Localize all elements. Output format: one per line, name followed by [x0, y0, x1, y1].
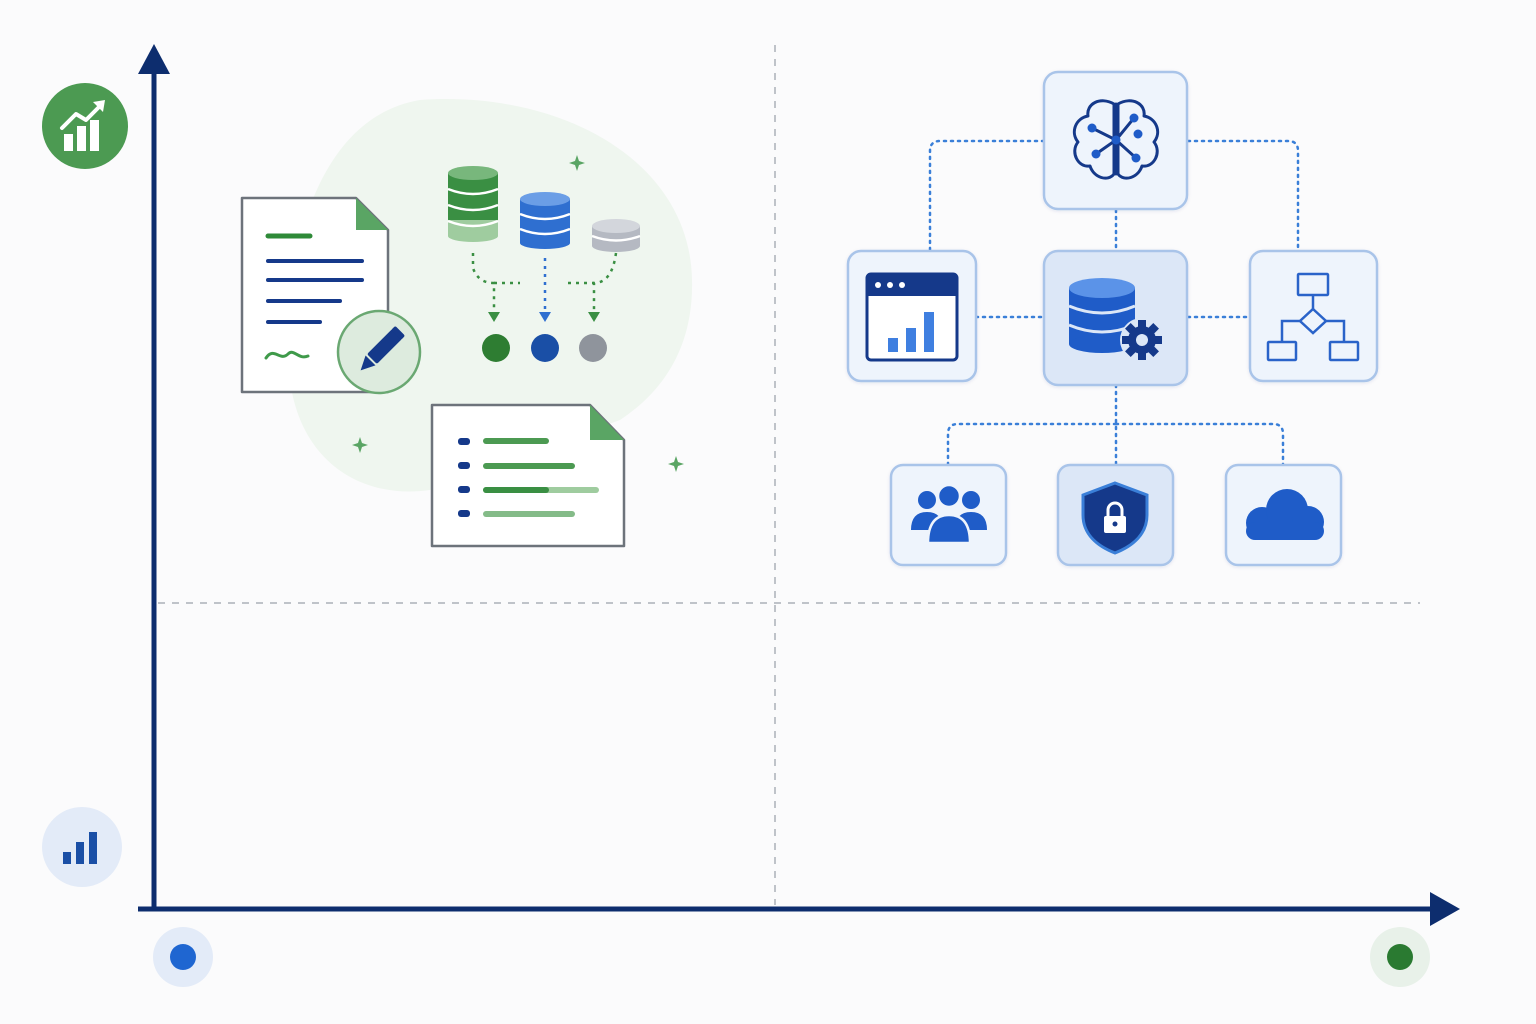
users-node — [889, 463, 1008, 567]
data-points-icon — [482, 334, 607, 362]
y-axis — [138, 44, 170, 910]
database-icon-blue — [519, 192, 571, 249]
x-axis — [138, 892, 1460, 926]
growth-chart-icon — [42, 83, 128, 169]
dashboard-node — [846, 249, 978, 383]
database-icon-gray — [591, 219, 641, 252]
database-icon-green — [447, 166, 499, 242]
pencil-icon — [360, 326, 405, 371]
gear-icon — [1122, 320, 1162, 360]
users-icon — [911, 483, 987, 545]
checklist-document-icon — [430, 403, 626, 548]
dashboard-icon — [865, 272, 959, 362]
database-settings-node — [1042, 249, 1189, 387]
cloud-node — [1224, 463, 1343, 567]
data-flow-connectors — [471, 252, 618, 312]
security-node — [1056, 463, 1175, 567]
cloud-icon — [1246, 489, 1324, 540]
document-edit-icon — [240, 196, 422, 395]
background-blob — [287, 99, 693, 492]
security-shield-icon — [1081, 481, 1149, 555]
brain-node-dots — [1087, 113, 1143, 163]
architecture-connectors — [928, 139, 1300, 467]
sparkle-icon — [352, 155, 684, 472]
blue-dot-icon — [153, 927, 213, 987]
green-dot-icon — [1370, 927, 1430, 987]
bar-chart-icon — [42, 807, 122, 887]
flowchart-icon — [1266, 272, 1360, 362]
flowchart-node — [1248, 249, 1379, 383]
ai-brain-node — [1042, 70, 1189, 211]
data-cluster — [240, 99, 693, 548]
database-settings-icon — [1068, 278, 1164, 362]
architecture-diagram — [846, 70, 1379, 567]
